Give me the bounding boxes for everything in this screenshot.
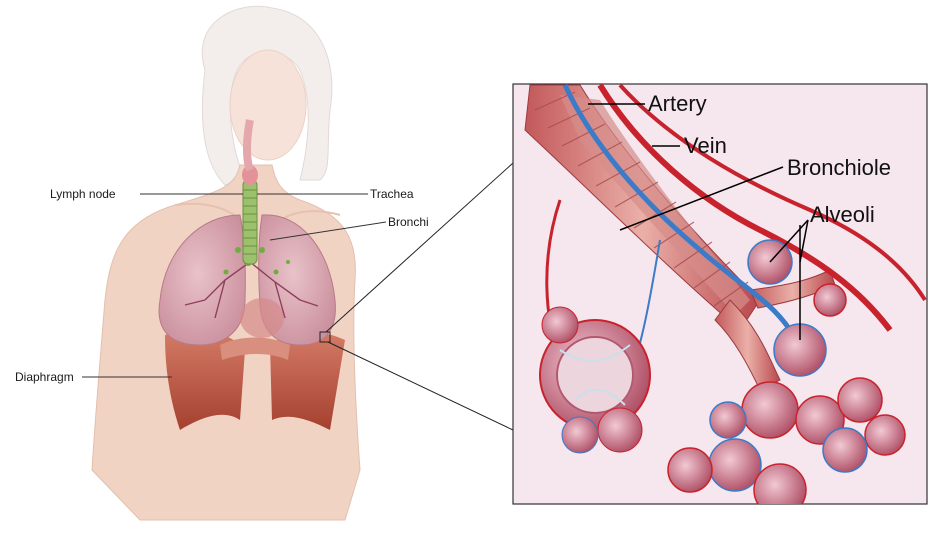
label-bronchi: Bronchi [388, 215, 429, 229]
head [230, 50, 306, 160]
label-trachea: Trachea [370, 187, 414, 201]
label-lymph-node: Lymph node [50, 187, 116, 201]
label-bronchiole: Bronchiole [787, 156, 891, 180]
label-vein: Vein [684, 134, 727, 158]
zoom-line-top [326, 163, 513, 332]
label-alveoli: Alveoli [810, 203, 875, 227]
label-artery: Artery [648, 92, 707, 116]
label-diaphragm: Diaphragm [15, 370, 74, 384]
